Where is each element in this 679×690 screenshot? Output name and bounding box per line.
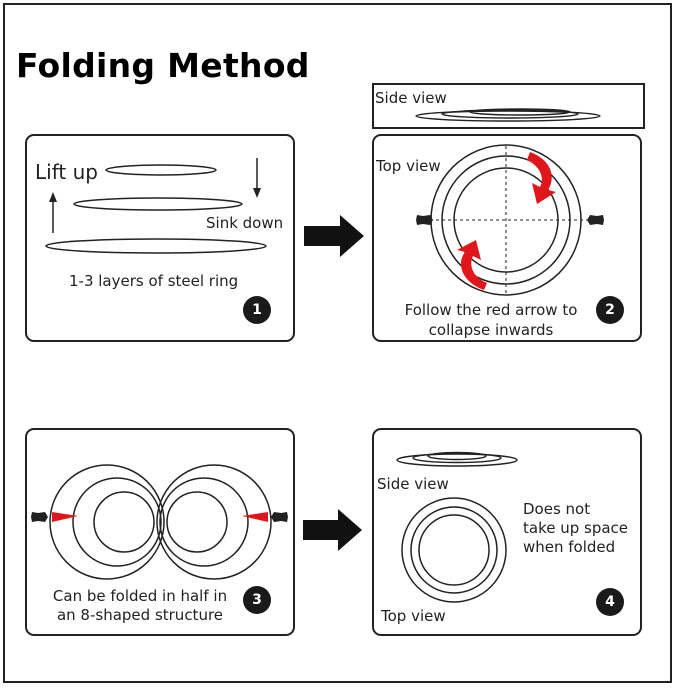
step3-handle-left-icon [31, 512, 78, 522]
step3-number-badge: 3 [243, 586, 271, 614]
sink-down-arrow-icon [253, 158, 261, 198]
step1-ring-top [105, 164, 217, 176]
step3-ring-right [156, 464, 272, 580]
step3-caption-line2: an 8-shaped structure [56, 606, 224, 624]
step3-panel [25, 428, 295, 636]
step1-number-badge: 1 [243, 296, 271, 324]
step4-number-badge: 4 [596, 588, 624, 616]
lift-up-label: Lift up [35, 160, 98, 184]
step2-side-view-panel [372, 83, 645, 129]
step3-caption-line1: Can be folded in half in [52, 587, 228, 605]
step1-ring-bottom [45, 238, 267, 254]
step2-handle-left-icon [416, 215, 433, 225]
step4-note-line3: when folded [523, 538, 616, 556]
step4-note-line1: Does not [523, 500, 591, 518]
red-arrow-bottom-icon [457, 240, 487, 290]
step2-handle-right-icon [587, 215, 604, 225]
step1-panel [25, 134, 295, 342]
step2-crosshair [430, 146, 592, 294]
next-arrow-icon-2 [303, 509, 362, 551]
page-title: Folding Method [16, 46, 310, 85]
step2-side-view-label: Side view [375, 89, 447, 107]
step3-ring-left [49, 464, 165, 580]
step4-top-view-rings [401, 497, 507, 603]
step2-side-view-rings [415, 108, 601, 122]
step3-handle-right-icon [242, 512, 288, 522]
step2-number-badge: 2 [596, 296, 624, 324]
sink-down-label: Sink down [206, 214, 284, 232]
step4-note-line2: take up space [523, 519, 629, 537]
step2-caption-line2: collapse inwards [428, 321, 554, 339]
outer-frame [3, 3, 672, 683]
next-arrow-icon-1 [304, 215, 364, 257]
step4-side-view-rings [396, 451, 518, 467]
step1-ring-middle [73, 197, 243, 211]
step4-top-view-label: Top view [381, 607, 446, 625]
step1-caption: 1-3 layers of steel ring [69, 272, 239, 290]
step2-top-view-label: Top view [376, 157, 441, 175]
red-arrow-top-icon [527, 152, 556, 204]
step4-panel [372, 428, 642, 636]
step2-caption-line1: Follow the red arrow to [404, 301, 578, 319]
step4-side-view-label: Side view [377, 475, 449, 493]
lift-up-arrow-icon [49, 192, 57, 233]
step2-panel [372, 134, 642, 342]
